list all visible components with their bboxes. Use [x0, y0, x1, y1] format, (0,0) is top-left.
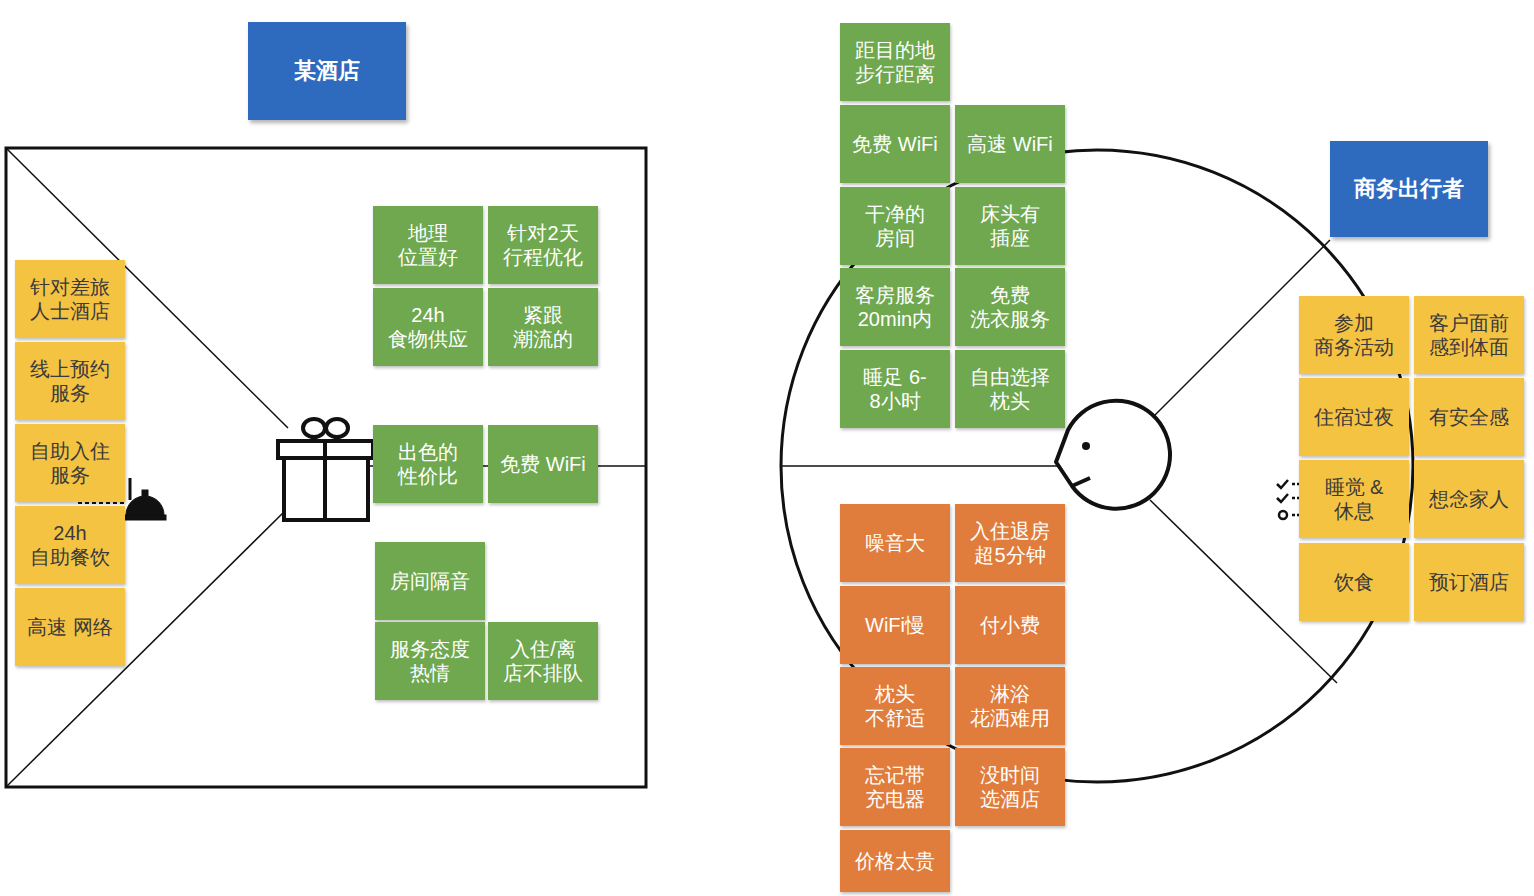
sticky-note: 预订酒店 [1414, 543, 1524, 621]
sticky-note: 睡觉 &休息 [1299, 460, 1409, 538]
sticky-note: 干净的 房间 [840, 187, 950, 265]
sticky-note: 房间隔音 [375, 542, 485, 620]
note-text: 价格太贵 [855, 849, 935, 873]
sticky-note: 入住/离 店不排队 [488, 622, 598, 700]
sticky-note: 免费 WiFi [840, 105, 950, 183]
note-text: 地理 位置好 [379, 221, 477, 270]
sticky-note: 出色的 性价比 [373, 425, 483, 503]
sticky-note: 免费 WiFi [488, 425, 598, 503]
note-text: 预订酒店 [1429, 570, 1509, 594]
note-text: 免费 WiFi [500, 452, 586, 476]
sticky-note: 饮食 [1299, 543, 1409, 621]
note-text: 睡足 6-8小时 [846, 365, 944, 414]
sticky-note: 枕头 不舒适 [840, 667, 950, 745]
customer-profile-circle [781, 150, 1413, 782]
sticky-note: 付小费 [955, 586, 1065, 664]
sticky-note: 噪音大 [840, 504, 950, 582]
note-text: 自由选择 枕头 [961, 365, 1059, 414]
sticky-note: 针对2天 行程优化 [488, 206, 598, 284]
note-text: 自助入住 服务 [21, 439, 119, 488]
title-box: 商务出行者 [1330, 141, 1488, 237]
note-text: 付小费 [980, 613, 1040, 637]
title-text: 某酒店 [294, 58, 360, 85]
sticky-note: WiFi慢 [840, 586, 950, 664]
note-text: 住宿过夜 [1314, 405, 1394, 429]
note-text: 针对差旅 人士酒店 [21, 275, 119, 324]
note-text: 入住退房 超5分钟 [961, 519, 1059, 568]
sticky-note: 自助入住 服务 [15, 424, 125, 502]
sticky-note: 有安全感 [1414, 378, 1524, 456]
note-text: 24h 自助餐饮 [21, 521, 119, 570]
sticky-note: 客房服务 20min内 [840, 268, 950, 346]
note-text: 参加 商务活动 [1305, 311, 1403, 360]
note-text: 线上预约 服务 [21, 357, 119, 406]
sticky-note: 针对差旅 人士酒店 [15, 260, 125, 338]
note-text: 针对2天 行程优化 [494, 221, 592, 270]
value-map-square [6, 148, 646, 787]
sticky-note: 免费 洗衣服务 [955, 268, 1065, 346]
note-text: 服务态度 热情 [381, 637, 479, 686]
note-text: 高速 网络 [27, 615, 113, 639]
note-text: 床头有 插座 [961, 202, 1059, 251]
note-text: 免费 WiFi [852, 132, 938, 156]
sticky-note: 忘记带 充电器 [840, 748, 950, 826]
note-text: 忘记带 充电器 [846, 763, 944, 812]
note-text: 噪音大 [865, 531, 925, 555]
sticky-note: 服务态度 热情 [375, 622, 485, 700]
note-text: 免费 洗衣服务 [961, 283, 1059, 332]
note-text: 紧跟 潮流的 [494, 303, 592, 352]
sticky-note: 住宿过夜 [1299, 378, 1409, 456]
sticky-note: 地理 位置好 [373, 206, 483, 284]
sticky-note: 客户面前 感到体面 [1414, 296, 1524, 374]
checklist-icon [1277, 480, 1300, 519]
sticky-note: 睡足 6-8小时 [840, 350, 950, 428]
note-text: 有安全感 [1429, 405, 1509, 429]
sticky-note: 紧跟 潮流的 [488, 288, 598, 366]
note-text: WiFi慢 [865, 613, 925, 637]
title-text: 商务出行者 [1354, 176, 1464, 203]
note-text: 高速 WiFi [967, 132, 1053, 156]
sticky-note: 自由选择 枕头 [955, 350, 1065, 428]
note-text: 淋浴 花洒难用 [961, 682, 1059, 731]
sticky-note: 线上预约 服务 [15, 342, 125, 420]
sticky-note: 参加 商务活动 [1299, 296, 1409, 374]
note-text: 枕头 不舒适 [846, 682, 944, 731]
sticky-note: 想念家人 [1414, 460, 1524, 538]
note-text: 想念家人 [1429, 487, 1509, 511]
note-text: 客户面前 感到体面 [1420, 311, 1518, 360]
divider-line [781, 465, 1058, 467]
note-text: 入住/离 店不排队 [494, 637, 592, 686]
customer-face-icon [1056, 401, 1170, 509]
sticky-note: 24h 自助餐饮 [15, 506, 125, 584]
sticky-note: 距目的地 步行距离 [840, 23, 950, 101]
note-text: 饮食 [1334, 570, 1374, 594]
gift-icon [278, 419, 373, 520]
note-text: 客房服务 20min内 [846, 283, 944, 332]
note-text: 房间隔音 [390, 569, 470, 593]
note-text: 出色的 性价比 [379, 440, 477, 489]
sticky-note: 淋浴 花洒难用 [955, 667, 1065, 745]
sticky-note: 没时间 选酒店 [955, 748, 1065, 826]
divider-line [6, 508, 288, 787]
sticky-note: 高速 网络 [15, 588, 125, 666]
sticky-note: 24h 食物供应 [373, 288, 483, 366]
note-text: 距目的地 步行距离 [846, 38, 944, 87]
note-text: 干净的 房间 [846, 202, 944, 251]
note-text: 没时间 选酒店 [961, 763, 1059, 812]
divider-line [6, 148, 288, 428]
sticky-note: 入住退房 超5分钟 [955, 504, 1065, 582]
note-text: 24h 食物供应 [379, 303, 477, 352]
note-text: 睡觉 &休息 [1305, 475, 1403, 524]
sticky-note: 床头有 插座 [955, 187, 1065, 265]
sticky-note: 价格太贵 [840, 830, 950, 892]
sticky-note: 高速 WiFi [955, 105, 1065, 183]
title-box: 某酒店 [248, 22, 406, 120]
